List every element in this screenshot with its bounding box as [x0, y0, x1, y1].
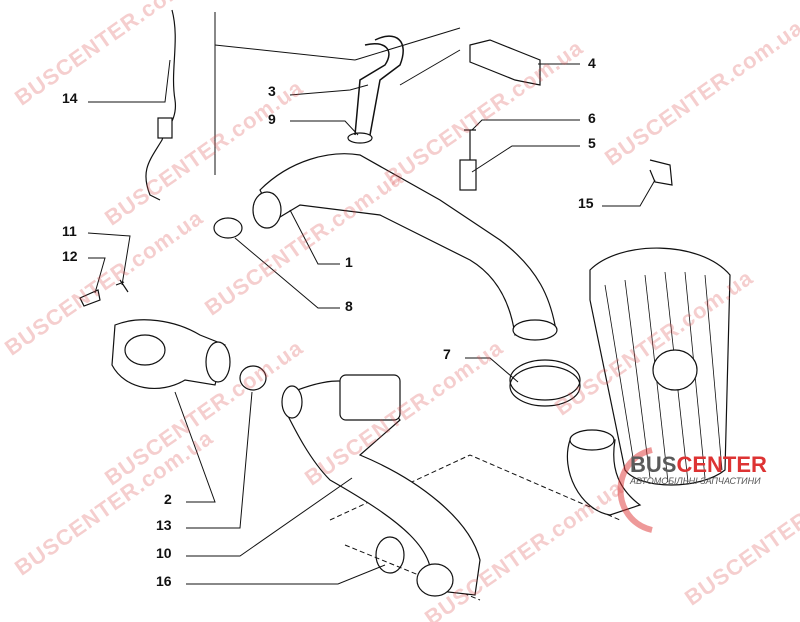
- callout-11: 11: [62, 223, 77, 239]
- air-duct-upper: [259, 153, 556, 336]
- logo-brand-b: CENTER: [676, 452, 767, 477]
- callout-3: 3: [268, 83, 276, 99]
- callout-9: 9: [268, 111, 276, 127]
- hose: [354, 35, 404, 136]
- callout-5: 5: [588, 135, 596, 151]
- callout-15: 15: [578, 195, 594, 211]
- callout-6: 6: [588, 110, 596, 126]
- callout-13: 13: [156, 517, 172, 533]
- buscenter-logo: BUSCENTER АВТОМОБІЛЬНІ ЗАПЧАСТИНИ: [630, 452, 767, 486]
- callout-4: 4: [588, 55, 596, 71]
- callout-14: 14: [62, 90, 78, 106]
- callout-10: 10: [156, 545, 172, 561]
- callout-16: 16: [156, 573, 172, 589]
- bracket: [469, 39, 541, 86]
- callout-8: 8: [345, 298, 353, 314]
- callout-12: 12: [62, 248, 78, 264]
- leader-lines: [87, 59, 656, 585]
- logo-brand-a: BUS: [630, 452, 677, 477]
- callout-7: 7: [443, 346, 451, 362]
- callout-2: 2: [164, 491, 172, 507]
- elbow-duct: [111, 319, 226, 389]
- callout-1: 1: [345, 254, 353, 270]
- logo-tagline: АВТОМОБІЛЬНІ ЗАПЧАСТИНИ: [630, 476, 761, 486]
